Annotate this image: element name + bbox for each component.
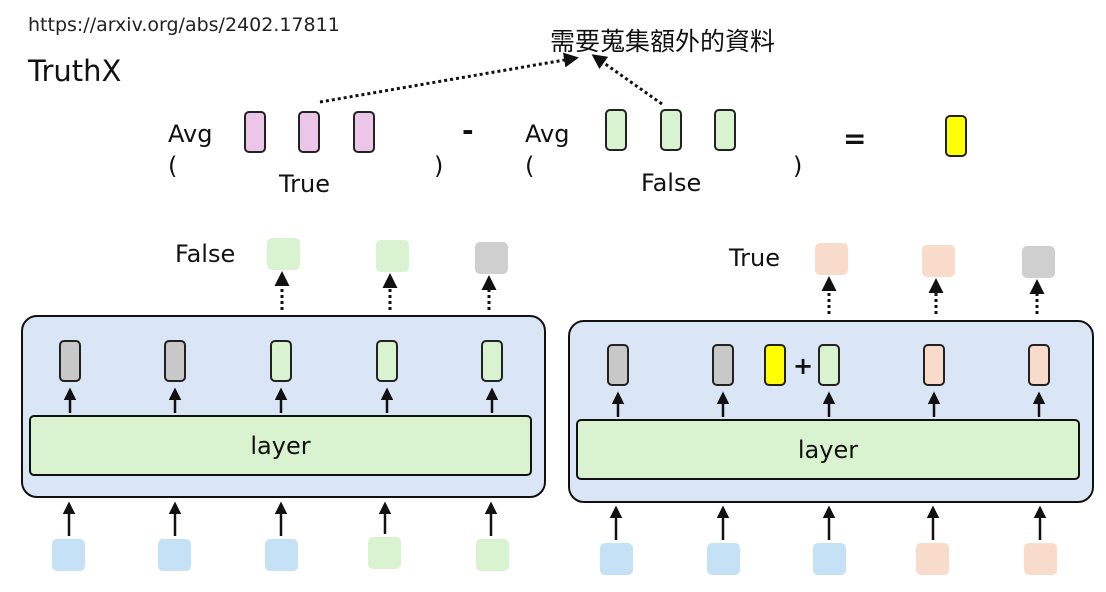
right-input-token [916, 543, 949, 575]
plus-sign: + [793, 352, 814, 380]
right-output-label: True [729, 244, 780, 272]
left-output-label: False [175, 240, 236, 268]
annotation-note: 需要蒐集額外的資料 [550, 27, 776, 56]
right-input-token [813, 543, 846, 575]
left-input-token [158, 539, 191, 571]
right-hidden-vector [607, 344, 629, 386]
left-layer-label: layer [250, 431, 311, 460]
left-hidden-vector [270, 340, 292, 382]
avg-true-label: Avg [168, 120, 213, 148]
false-vector [660, 109, 682, 151]
right-layer-label: layer [797, 435, 859, 464]
paren-open-true: ( [168, 152, 178, 180]
left-output-token [267, 238, 300, 270]
right-layer-block: layer [576, 419, 1080, 480]
right-input-token [1024, 543, 1057, 575]
true-vector [244, 111, 266, 153]
left-hidden-vector [164, 340, 186, 382]
left-input-token [52, 539, 85, 571]
paren-open-false: ( [525, 152, 535, 180]
right-input-token [707, 543, 740, 575]
source-url: https://arxiv.org/abs/2402.17811 [28, 14, 340, 36]
equals-sign: = [843, 122, 867, 155]
left-hidden-vector [59, 340, 81, 382]
truth-direction-vector [945, 115, 967, 157]
false-vector [714, 109, 736, 151]
right-hidden-vector [923, 344, 945, 386]
true-vector [298, 111, 320, 153]
true-vector [353, 111, 375, 153]
left-input-token [476, 539, 509, 571]
paren-close-false: ) [793, 152, 803, 180]
left-input-token [265, 539, 298, 571]
paren-close-true: ) [434, 152, 444, 180]
avg-false-label: Avg [525, 120, 570, 148]
left-hidden-vector [376, 340, 398, 382]
true-label: True [279, 170, 330, 198]
right-output-token [815, 243, 848, 275]
added-truth-vector [764, 344, 786, 386]
right-hidden-vector [1028, 344, 1050, 386]
right-input-token [600, 543, 633, 575]
slide-title: TruthX [28, 54, 122, 88]
right-output-token [1022, 246, 1055, 278]
right-hidden-vector [818, 344, 840, 386]
right-hidden-vector [712, 344, 734, 386]
left-output-token [475, 242, 508, 274]
minus-sign: - [462, 114, 474, 147]
dotted-arrow-true-to-note [319, 52, 579, 104]
left-input-token [368, 537, 401, 569]
left-output-token [376, 240, 409, 272]
left-layer-block: layer [29, 415, 532, 476]
dotted-arrow-false-to-note [591, 54, 663, 106]
false-label: False [641, 169, 702, 197]
right-output-token [922, 245, 955, 277]
left-hidden-vector [481, 340, 503, 382]
false-vector [605, 109, 627, 151]
